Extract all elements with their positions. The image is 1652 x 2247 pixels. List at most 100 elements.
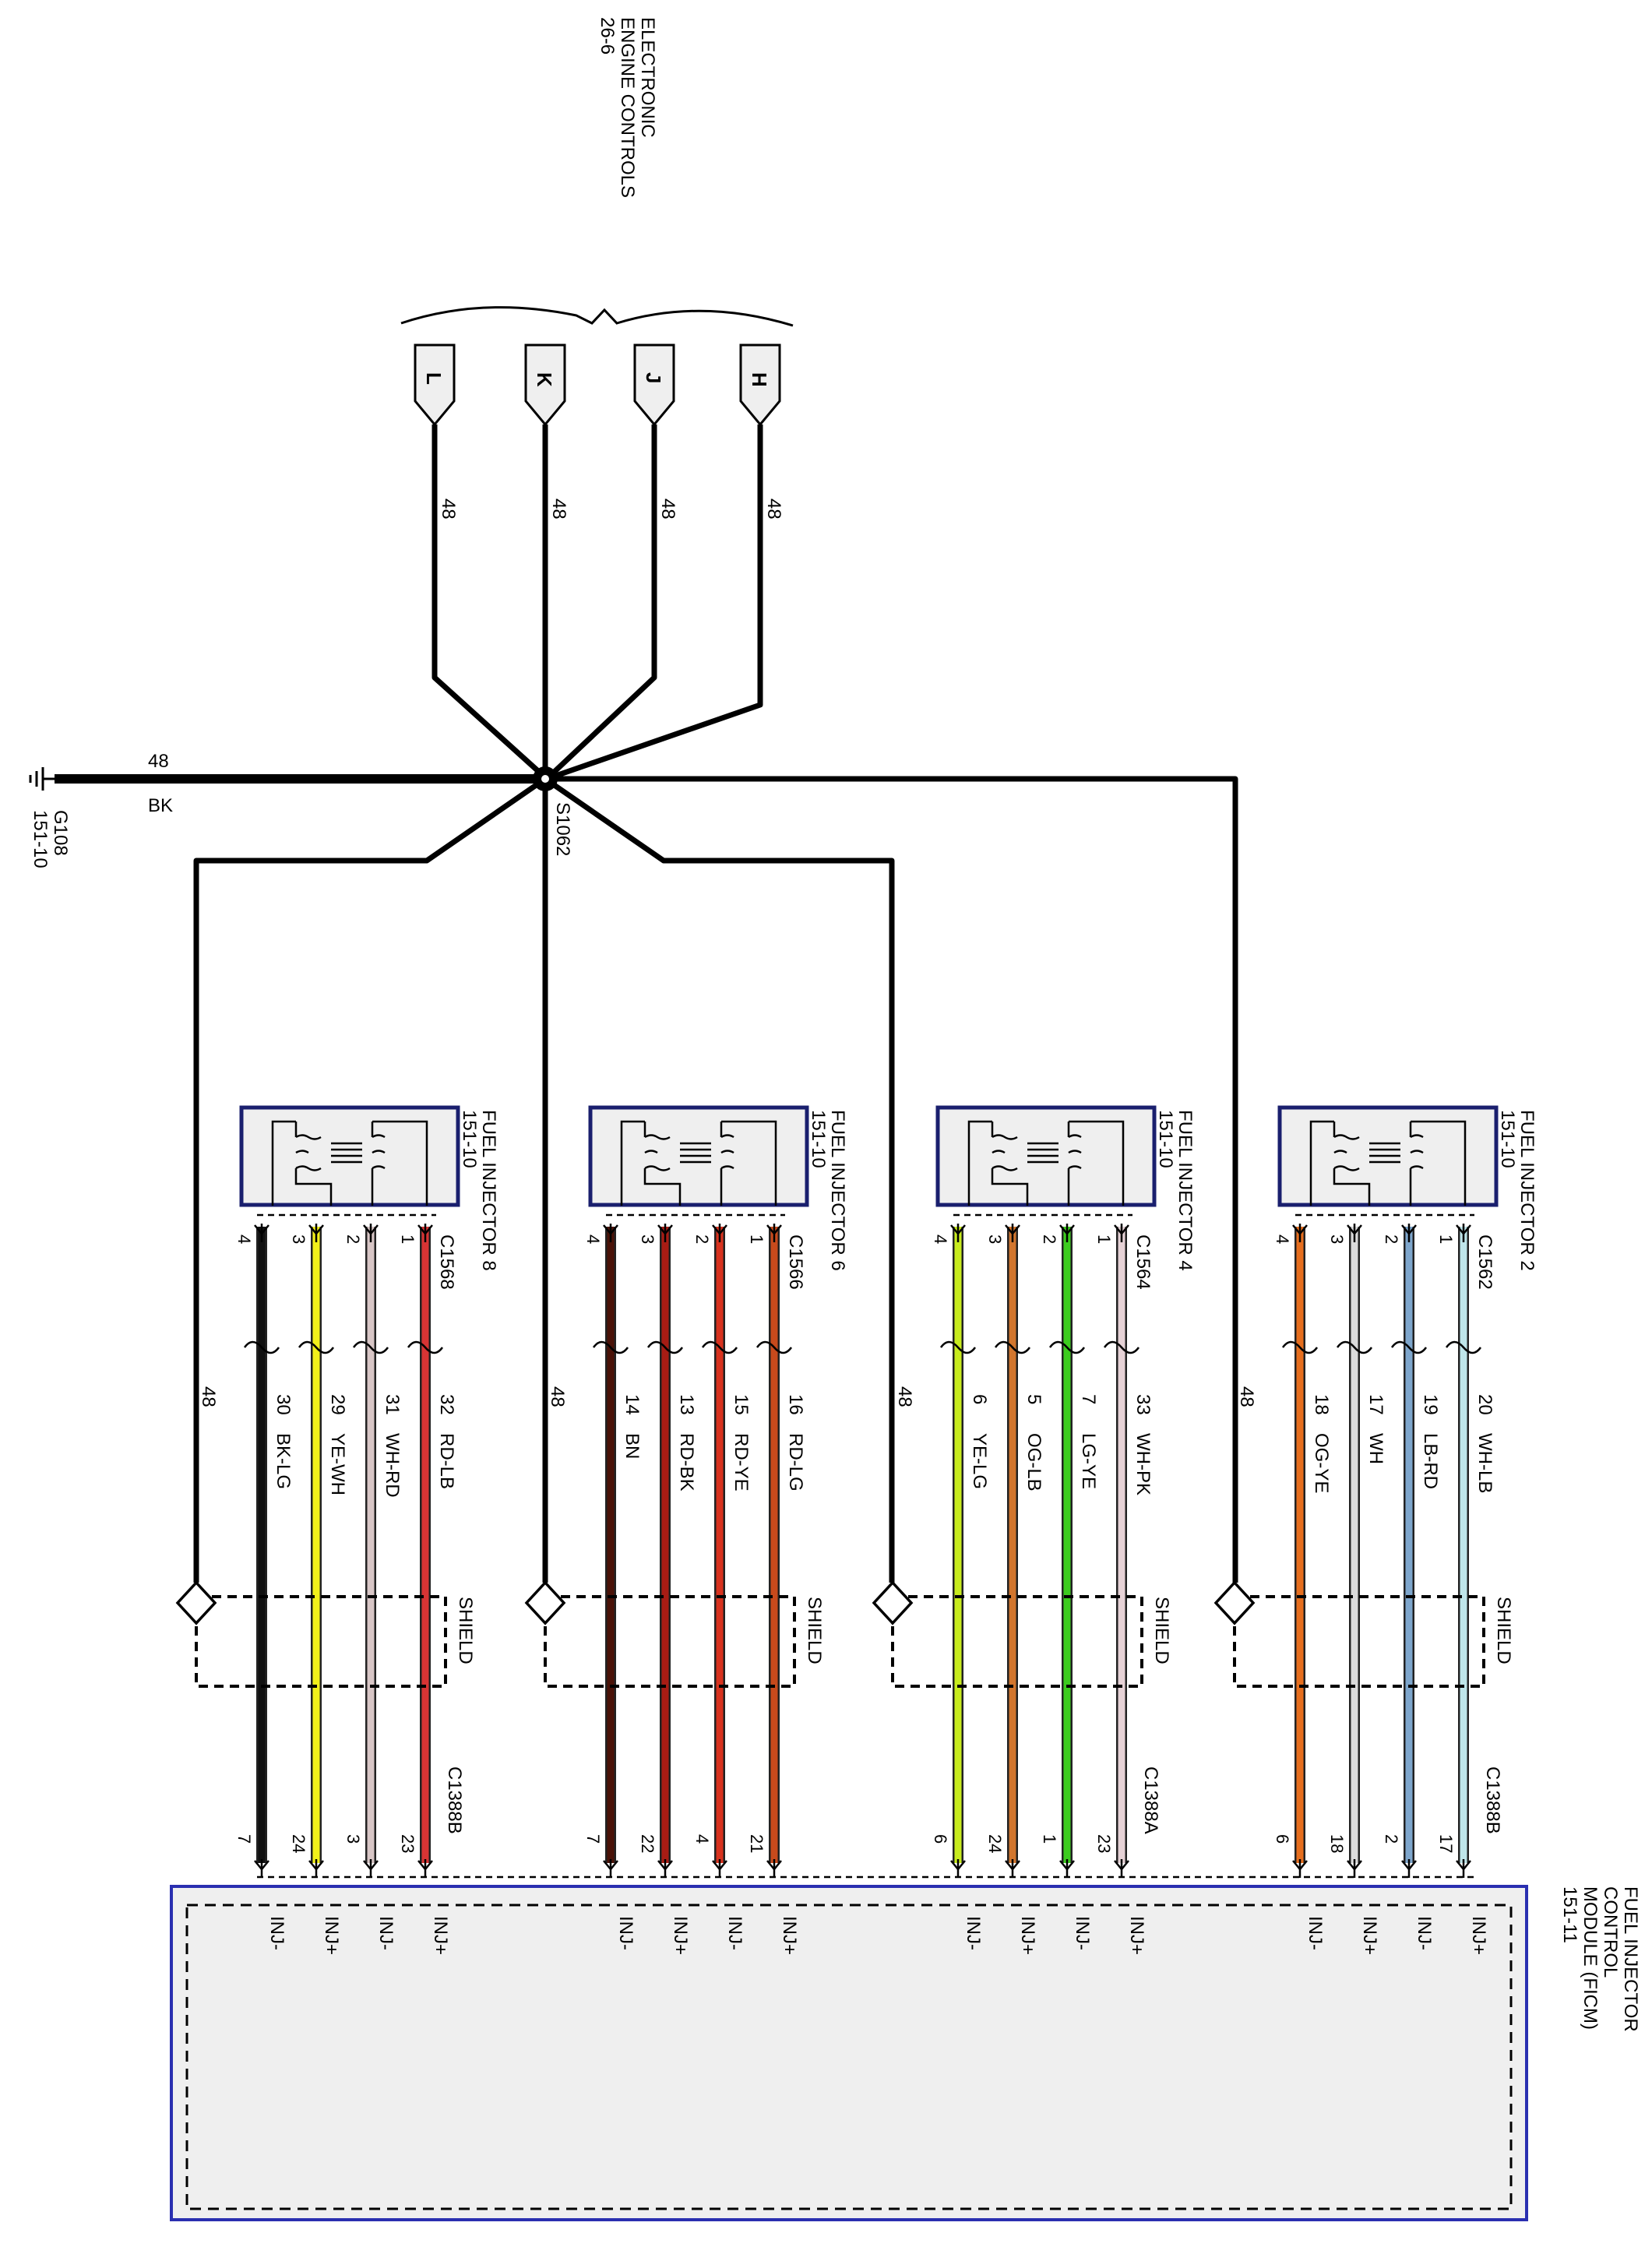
harness-group-3-wire-2-module-terminal: INJ+ — [1017, 1916, 1038, 1955]
harness-group-2-wire-3-module-terminal: INJ- — [724, 1916, 745, 1950]
harness-group-2-wire-1-injector-pin: 4 — [583, 1234, 603, 1244]
harness-group-4-wire-4-color: WH-LB — [1474, 1433, 1495, 1493]
harness-group-3-wire-3-module-pin: 1 — [1040, 1834, 1059, 1844]
harness-group-3-shield-drain — [872, 1580, 914, 1625]
harness-group-3-wire-3-splice-mark — [1048, 1340, 1086, 1354]
harness-group-2-wire-3-injector-pin: 2 — [692, 1234, 712, 1244]
eec-wire-j — [544, 424, 657, 781]
harness-group-4-wire-4 — [1445, 1222, 1482, 1879]
eec-label-line-1: ELECTRONIC — [637, 17, 658, 138]
injector-6-connector: C1566 — [785, 1234, 806, 1290]
injector-2-coil — [1309, 1120, 1467, 1206]
harness-group-1-wire-2 — [298, 1222, 335, 1879]
eec-wire-l — [431, 424, 549, 781]
harness-group-2-wire-3-splice-mark — [701, 1340, 738, 1354]
harness-group-2-wire-4-injector-pin: 1 — [747, 1234, 766, 1244]
harness-group-1-wire-2-injector-pin: 3 — [289, 1234, 308, 1244]
harness-group-4-wire-1-color: OG-YE — [1311, 1433, 1332, 1493]
harness-group-2-wire-2-splice-mark — [646, 1340, 684, 1354]
harness-group-2-wire-4-module-terminal: INJ+ — [779, 1916, 800, 1955]
harness-group-3-wire-4 — [1103, 1222, 1140, 1879]
harness-group-4-shield — [1213, 1580, 1485, 1688]
harness-group-1-wire-3-splice-mark — [352, 1340, 389, 1354]
harness-group-2-wire-1 — [592, 1222, 629, 1879]
harness-group-4-module-connector: C1388B — [1482, 1766, 1503, 1834]
harness-group-4-wire-2-injector-pin: 3 — [1327, 1234, 1347, 1244]
harness-group-3-wire-3-module-terminal: INJ- — [1072, 1916, 1093, 1950]
harness-group-2-wire-3-module-pin: 4 — [692, 1834, 712, 1844]
harness-group-1-wire-3-color: WH-RD — [382, 1433, 403, 1498]
harness-group-3-wire-2-color: OG-LB — [1023, 1433, 1044, 1492]
harness-group-3-wire-1-module-terminal: INJ- — [963, 1916, 984, 1950]
harness-group-1-wire-1-injector-pin: 4 — [234, 1234, 254, 1244]
harness-group-2-wire-1-module-pin: 7 — [583, 1834, 603, 1844]
ficm-label: FUEL INJECTOR CONTROL MODULE (FICM) 151-… — [1559, 1886, 1641, 2032]
harness-group-1-wire-1-circuit: 30 — [273, 1394, 294, 1415]
harness-group-1-wire-2-splice-mark — [298, 1340, 335, 1354]
branch-injector-8 — [193, 777, 547, 1583]
injector-8-box — [239, 1105, 460, 1207]
harness-group-3-wire-1 — [939, 1222, 977, 1879]
harness-group-1-wire-4-module-pin: 23 — [398, 1834, 417, 1853]
harness-group-3-wire-2-injector-pin: 3 — [985, 1234, 1005, 1244]
harness-group-1-drain-circuit: 48 — [198, 1386, 219, 1407]
eec-pin-label-k: K — [533, 372, 556, 387]
harness-group-4-wire-2-module-pin-mark — [1346, 1858, 1363, 1879]
harness-group-2-wire-2-injector-pin: 3 — [638, 1234, 657, 1244]
harness-group-3-wire-4-splice-mark — [1103, 1340, 1140, 1354]
harness-group-4-wire-4-injector-pin: 1 — [1436, 1234, 1456, 1244]
harness-group-3-wire-1-splice-mark — [939, 1340, 977, 1354]
harness-group-1-wire-1-module-terminal: INJ- — [266, 1916, 287, 1950]
injector-2-connector: C1562 — [1474, 1234, 1495, 1290]
harness-group-2-wire-2-module-pin: 22 — [638, 1834, 657, 1853]
injector-4-connector: C1564 — [1132, 1234, 1154, 1290]
harness-group-2-wire-3-circuit: 15 — [731, 1394, 752, 1415]
harness-group-4-wire-2-splice-mark — [1336, 1340, 1373, 1354]
eec-wire-circuit-l: 48 — [438, 498, 459, 519]
harness-group-3-wire-3 — [1048, 1222, 1086, 1879]
harness-group-2-shield-drain — [524, 1580, 566, 1625]
harness-group-4-wire-3-module-pin: 2 — [1382, 1834, 1401, 1844]
injector-8-group: FUEL INJECTOR 8 151-10 C1568 — [239, 1105, 499, 1290]
harness-group-1-wire-3-module-pin-mark — [362, 1858, 379, 1879]
eec-bracket — [400, 306, 794, 327]
ficm-label-line-1: FUEL INJECTOR — [1620, 1886, 1641, 2032]
eec-wire-circuit-j: 48 — [657, 498, 678, 519]
injector-2-group: FUEL INJECTOR 2 151-10 C1562 — [1277, 1105, 1538, 1290]
harness-group-4-wire-4-circuit: 20 — [1474, 1394, 1495, 1415]
eec-wire-circuit-h: 48 — [763, 498, 784, 519]
harness-group-2-wire-3-color: RD-YE — [731, 1433, 752, 1492]
harness-group-1-wire-2-module-pin-mark — [308, 1858, 325, 1879]
harness-group-3-wire-3-module-pin-mark — [1058, 1858, 1076, 1879]
harness-group-2-wire-2-module-pin-mark — [657, 1858, 674, 1879]
harness-group-1-wire-1-module-pin-mark — [253, 1858, 270, 1879]
harness-group-2-wire-4-module-pin-mark — [766, 1858, 783, 1879]
harness-group-4-shield-label: SHIELD — [1493, 1597, 1514, 1664]
harness-group-1-shield — [175, 1580, 447, 1688]
eec-pin-label-l: L — [422, 372, 446, 385]
harness-group-1-wire-4-circuit: 32 — [436, 1394, 457, 1415]
harness-group-4-wire-3-injector-pin: 2 — [1382, 1234, 1401, 1244]
injector-2-title: FUEL INJECTOR 2 — [1516, 1110, 1538, 1271]
injector-6-ref: 151-10 — [808, 1110, 829, 1168]
harness-group-2-wire-2-color: RD-BK — [676, 1433, 697, 1492]
harness-group-1-shield-drain — [175, 1580, 217, 1625]
harness-group-3-wire-1-color: YE-LG — [969, 1433, 990, 1489]
ground-symbol — [29, 767, 55, 791]
injector-8-connector: C1568 — [436, 1234, 457, 1290]
harness-group-3-wire-2-module-pin: 24 — [985, 1834, 1005, 1853]
harness-group-3-wire-3-injector-pin: 2 — [1040, 1234, 1059, 1244]
harness-group-4-wire-1 — [1281, 1222, 1319, 1879]
harness-group-4-wire-2-circuit: 17 — [1365, 1394, 1386, 1415]
harness-group-3-wire-1-injector-pin: 4 — [931, 1234, 950, 1244]
harness-group-2-wire-4-splice-mark — [756, 1340, 793, 1354]
harness-group-3-wire-2 — [994, 1222, 1031, 1879]
harness-group-4-wire-2-module-terminal: INJ+ — [1359, 1916, 1380, 1955]
harness-group-2-wire-2-circuit: 13 — [676, 1394, 697, 1415]
harness-group-2-drain-circuit: 48 — [547, 1386, 568, 1407]
harness-group-4-wire-3-module-pin-mark — [1400, 1858, 1418, 1879]
harness-group-3-wire-2-circuit: 5 — [1023, 1394, 1044, 1404]
harness-group-4-wire-4-splice-mark — [1445, 1340, 1482, 1354]
harness-group-1-wire-4-module-pin-mark — [417, 1858, 434, 1879]
injector-8-title: FUEL INJECTOR 8 — [478, 1110, 499, 1271]
